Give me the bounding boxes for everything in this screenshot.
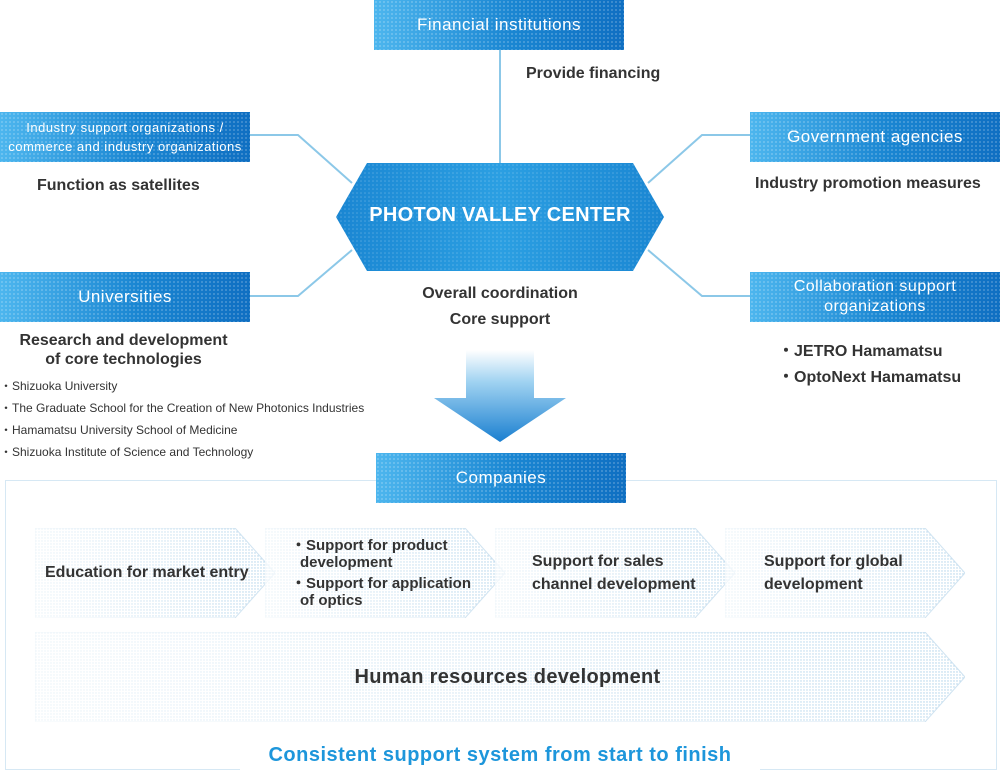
- universities-label: Universities: [78, 287, 172, 306]
- center-title: PHOTON VALLEY CENTER: [369, 204, 631, 226]
- collaboration-support-label-2: organizations: [824, 298, 926, 315]
- industry-support-role: Function as satellites: [37, 177, 200, 194]
- collaboration-item: ・OptoNext Hamamatsu: [778, 369, 962, 386]
- step-global-line-2: development: [764, 576, 863, 593]
- center-role-1: Overall coordination: [422, 285, 578, 302]
- university-item: ・The Graduate School for the Creation of…: [0, 401, 365, 415]
- footer-title: Consistent support system from start to …: [240, 744, 760, 772]
- step-education-label: Education for market entry: [45, 564, 249, 581]
- university-item: ・Hamamatsu University School of Medicine: [0, 423, 238, 437]
- government-role: Industry promotion measures: [755, 175, 981, 192]
- step-global-development: Support for global development: [725, 528, 965, 618]
- universities-box: Universities: [0, 272, 250, 322]
- support-system-frame: [5, 480, 997, 770]
- step-product-line-2: development: [300, 554, 393, 571]
- step-education: Education for market entry: [35, 528, 275, 618]
- human-resources-label: Human resources development: [354, 666, 661, 688]
- human-resources-bar: Human resources development: [35, 632, 965, 722]
- industry-support-label-2: commerce and industry organizations: [8, 139, 242, 154]
- collaboration-item: ・JETRO Hamamatsu: [778, 343, 943, 360]
- universities-role-1: Research and development: [19, 332, 228, 349]
- step-arrow-shape: [35, 528, 275, 618]
- step-arrow-shape: [495, 528, 735, 618]
- connector-lines: [250, 50, 750, 442]
- step-optics-line-1: ・Support for application: [291, 575, 471, 592]
- financial-institutions-box: Financial institutions: [374, 0, 624, 50]
- collaboration-support-label-1: Collaboration support: [793, 278, 957, 295]
- financial-role: Provide financing: [526, 65, 661, 82]
- university-item: ・Shizuoka University: [0, 379, 118, 393]
- center-role-2: Core support: [449, 311, 551, 328]
- step-optics-line-2: of optics: [300, 592, 363, 609]
- government-agencies-box: Government agencies: [750, 112, 1000, 162]
- universities-role-2: of core technologies: [45, 351, 202, 368]
- step-global-line-1: Support for global: [764, 553, 903, 570]
- financial-institutions-label: Financial institutions: [416, 15, 582, 34]
- step-sales-channel: Support for sales channel development: [495, 528, 735, 618]
- step-sales-line-1: Support for sales: [532, 553, 664, 570]
- hr-arrow-shape: [35, 632, 965, 722]
- government-agencies-label: Government agencies: [787, 127, 963, 146]
- collaboration-support-box: Collaboration support organizations: [750, 272, 1000, 322]
- companies-label: Companies: [455, 468, 547, 487]
- companies-box: Companies: [376, 453, 626, 503]
- step-product-support: ・Support for product development ・Suppor…: [265, 528, 505, 618]
- industry-support-label-1: Industry support organizations /: [26, 120, 224, 135]
- step-product-line-1: ・Support for product: [291, 537, 448, 554]
- down-arrow: [434, 350, 566, 442]
- step-arrow-shape: [725, 528, 965, 618]
- industry-support-box: Industry support organizations / commerc…: [0, 112, 250, 162]
- step-sales-line-2: channel development: [532, 576, 696, 593]
- step-arrow-shape: [265, 528, 505, 618]
- university-item: ・Shizuoka Institute of Science and Techn…: [0, 445, 254, 459]
